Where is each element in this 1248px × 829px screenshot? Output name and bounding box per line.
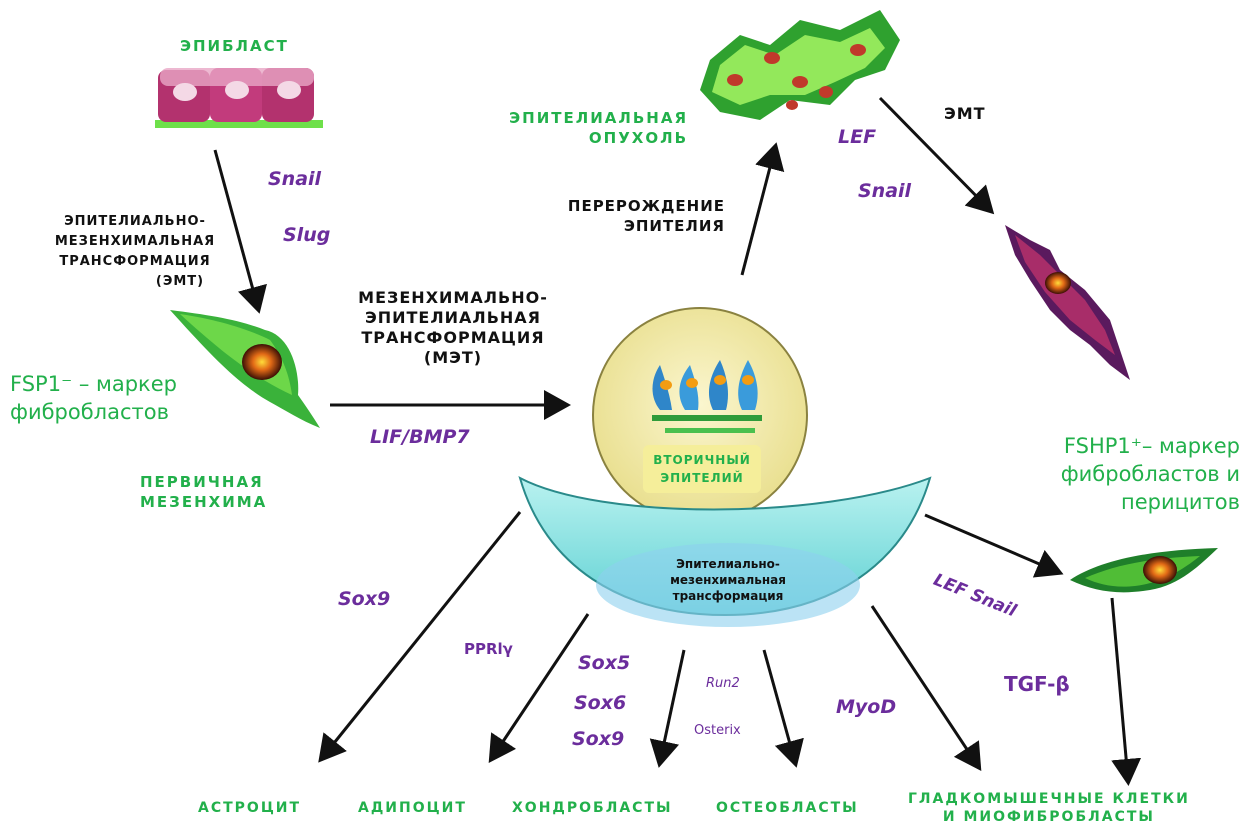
factor-slug: Slug xyxy=(283,224,331,246)
outcome-osteoblasts: ОСТЕОБЛАСТЫ xyxy=(716,800,859,816)
epiblast-label: ЭПИБЛАСТ xyxy=(180,37,289,55)
fibroblast-cell-image xyxy=(1070,548,1218,593)
bowl-line2: мезенхимальная xyxy=(670,573,786,587)
emt-left-label: ЭПИТЕЛИАЛЬНО- МЕЗЕНХИМАЛЬНАЯ ТРАНСФОРМАЦ… xyxy=(30,212,240,292)
fshp1-line2: фибробластов и xyxy=(1060,462,1240,486)
epiblast-cells-image xyxy=(155,68,323,128)
outcome-adipocyte: АДИПОЦИТ xyxy=(358,800,467,816)
emt-right-label: ЭМТ xyxy=(944,104,986,123)
tumor-line1: ЭПИТЕЛИАЛЬНАЯ xyxy=(509,109,688,127)
primary-mesenchyme-label: ПЕРВИЧНАЯ МЕЗЕНХИМА xyxy=(140,472,267,512)
outcome-chondroblasts: ХОНДРОБЛАСТЫ xyxy=(512,800,673,816)
outcome-smooth-line1: ГЛАДКОМЫШЕЧНЫЕ КЛЕТКИ xyxy=(908,791,1190,807)
tumor-label: ЭПИТЕЛИАЛЬНАЯ ОПУХОЛЬ xyxy=(470,108,688,148)
met-label: МЕЗЕНХИМАЛЬНО- ЭПИТЕЛИАЛЬНАЯ ТРАНСФОРМАЦ… xyxy=(318,288,588,368)
fshp1-label: FSHP1⁺– маркер фибробластов и перицитов xyxy=(1010,432,1240,516)
tumor-cells-image xyxy=(700,10,900,120)
arrow-to-smooth-muscle xyxy=(870,605,982,772)
outcome-smooth-line2: И МИОФИБРОБЛАСТЫ xyxy=(942,809,1155,825)
arrow-to-tumor xyxy=(740,142,785,276)
arrow-to-smooth-muscle-right xyxy=(1110,597,1142,786)
outcome-astrocyte: АСТРОЦИТ xyxy=(198,800,302,816)
emt-left-line1: ЭПИТЕЛИАЛЬНО- xyxy=(64,214,206,229)
secondary-line1: ВТОРИЧНЫЙ xyxy=(653,453,751,467)
factor-sox9-mid: Sox9 xyxy=(572,728,625,750)
fsp1-line2: фибробластов xyxy=(10,400,169,424)
fsp1-label: FSP1⁻ – маркер фибробластов xyxy=(10,370,177,426)
factor-sox5: Sox5 xyxy=(578,652,631,674)
secondary-epithelium-label-box xyxy=(643,445,761,493)
emt-left-line2: МЕЗЕНХИМАЛЬНАЯ xyxy=(54,234,216,249)
fsp1-line1: FSP1⁻ – маркер xyxy=(10,372,177,396)
met-line1: МЕЗЕНХИМАЛЬНО- xyxy=(358,288,548,307)
arrow-to-chondroblasts xyxy=(649,649,686,768)
factor-runx2: Run2 xyxy=(706,676,740,691)
outcome-smooth-muscle: ГЛАДКОМЫШЕЧНЫЕ КЛЕТКИ И МИОФИБРОБЛАСТЫ xyxy=(908,790,1190,826)
degeneration-line2: ЭПИТЕЛИЯ xyxy=(623,217,725,235)
fshp1-line1: FSHP1⁺– маркер xyxy=(1063,434,1240,458)
factor-snail-top: Snail xyxy=(858,180,912,202)
emt-left-line3: ТРАНСФОРМАЦИЯ xyxy=(59,254,211,269)
arrow-to-osteoblasts xyxy=(762,649,804,768)
primary-mes-line1: ПЕРВИЧНАЯ xyxy=(140,473,264,491)
emt-left-line4: (ЭМТ) xyxy=(155,274,205,289)
met-line2: ЭПИТЕЛИАЛЬНАЯ xyxy=(364,308,541,327)
met-line3: ТРАНСФОРМАЦИЯ xyxy=(361,328,545,347)
factor-sox9-left: Sox9 xyxy=(338,588,391,610)
secondary-epithelium-label: ВТОРИЧНЫЙ ЭПИТЕЛИЙ xyxy=(643,451,761,487)
secondary-line2: ЭПИТЕЛИЙ xyxy=(660,471,744,485)
arrow-to-astrocyte xyxy=(318,511,522,763)
factor-snail-left: Snail xyxy=(268,168,322,190)
met-line4: (МЭТ) xyxy=(423,348,483,367)
bowl-line1: Эпителиально- xyxy=(676,557,780,571)
tumor-line2: ОПУХОЛЬ xyxy=(588,129,688,147)
arrow-epiblast-to-mesenchyme xyxy=(213,149,267,314)
emt-tumor-cell-image xyxy=(1005,225,1130,380)
factor-myod: MyoD xyxy=(836,696,897,718)
factor-lef-top: LEF xyxy=(838,126,877,148)
factor-lif-bmp7: LIF/BMP7 xyxy=(370,426,470,448)
secondary-epithelium-cells-image xyxy=(652,360,762,433)
bowl-line3: трансформация xyxy=(672,589,784,603)
degeneration-label: ПЕРЕРОЖДЕНИЕ ЭПИТЕЛИЯ xyxy=(505,196,725,236)
fshp1-line3: перицитов xyxy=(1120,490,1240,514)
primary-mes-line2: МЕЗЕНХИМА xyxy=(140,493,268,511)
factor-ppar: PPRlγ xyxy=(464,640,513,658)
factor-tgf-beta: TGF-β xyxy=(1004,672,1070,696)
factor-sox6: Sox6 xyxy=(574,692,627,714)
mesenchyme-cell-image xyxy=(170,310,320,428)
arrow-to-adipocyte xyxy=(488,613,590,763)
arrow-to-fibroblast xyxy=(924,513,1064,578)
factor-osterix: Osterix xyxy=(694,723,741,738)
arrow-tumor-emt xyxy=(878,96,995,215)
bowl-label: Эпителиально- мезенхимальная трансформац… xyxy=(638,556,818,604)
degeneration-line1: ПЕРЕРОЖДЕНИЕ xyxy=(567,197,725,215)
